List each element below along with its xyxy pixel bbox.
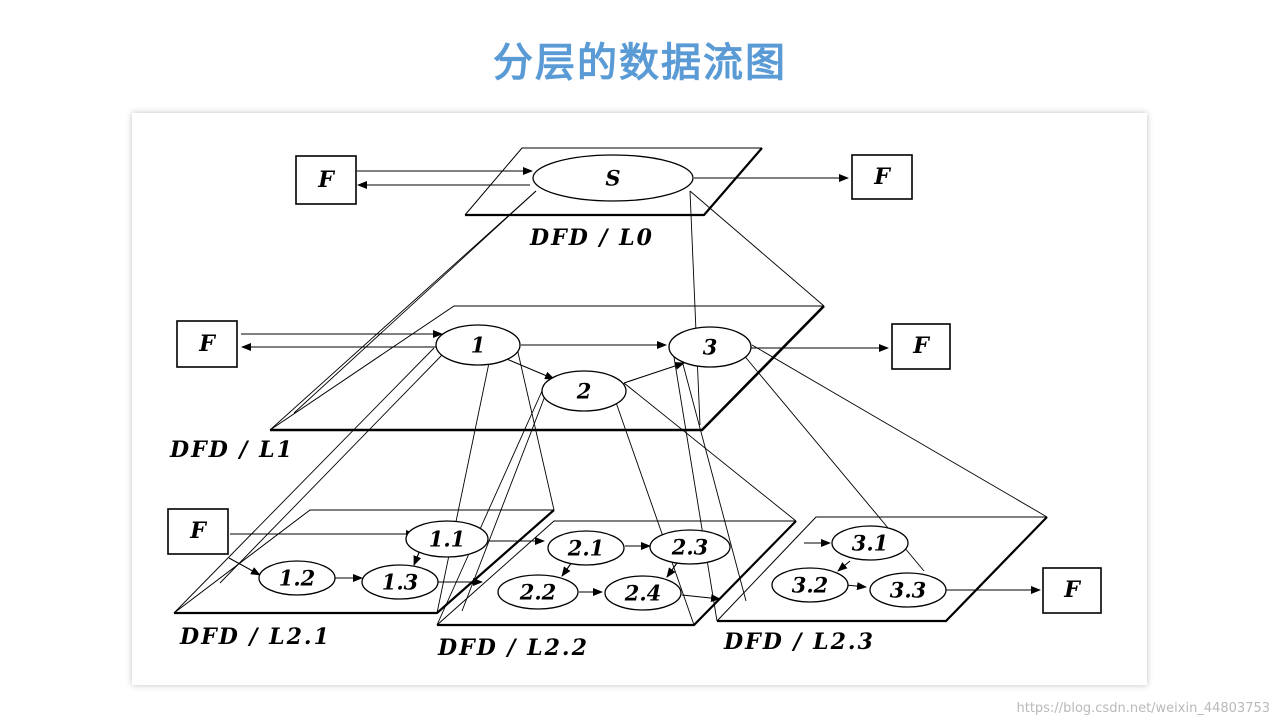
process-3-1-label: 3.1 — [852, 531, 889, 556]
plane-l1 — [270, 305, 825, 432]
entity-f-l1-out — [891, 323, 951, 370]
process-1-2 — [258, 560, 336, 596]
entity-f-label: F — [189, 518, 207, 544]
process-1-1 — [405, 520, 489, 558]
process-2-1-label: 2.1 — [567, 536, 605, 561]
entity-f-l2-out — [1042, 567, 1102, 614]
process-2-2-label: 2.2 — [519, 580, 557, 605]
dfd-figure: S 1 2 3 1.1 1.2 1.3 2.1 2.2 2.3 2.4 3.1 … — [132, 113, 1147, 685]
process-s-label: S — [605, 166, 620, 191]
plane-l21 — [174, 509, 555, 615]
entity-f-label: F — [317, 167, 335, 193]
process-3-2 — [771, 567, 849, 603]
entity-f-l0-out — [851, 154, 913, 200]
entity-f-label: F — [1063, 577, 1081, 603]
process-2-4-label: 2.4 — [624, 581, 662, 606]
process-1-label: 1 — [471, 333, 486, 358]
process-3 — [668, 326, 752, 368]
process-1-1-label: 1.1 — [429, 527, 466, 552]
process-2-3 — [649, 529, 731, 565]
process-1-3 — [361, 564, 439, 600]
process-1 — [435, 324, 521, 366]
slide-title: 分层的数据流图 — [493, 40, 787, 86]
process-1-3-label: 1.3 — [382, 570, 419, 595]
plane-l23 — [717, 516, 1048, 623]
process-2-4 — [604, 575, 682, 611]
entity-f-l2-in — [167, 508, 229, 555]
plane-l0 — [465, 147, 763, 217]
watermark: https://blog.csdn.net/weixin_44803753 — [1016, 701, 1270, 716]
process-1-2-label: 1.2 — [279, 566, 316, 591]
entity-f-label: F — [873, 164, 891, 190]
process-s — [532, 154, 694, 202]
entity-f-label: F — [912, 333, 930, 359]
level-label-l22: DFD / L2.2 — [437, 635, 589, 661]
plane-l22 — [437, 520, 797, 627]
level-label-l1: DFD / L1 — [169, 437, 294, 463]
process-3-1 — [831, 525, 909, 561]
level-label-l21: DFD / L2.1 — [179, 624, 331, 650]
process-2-1 — [547, 530, 625, 566]
process-2 — [541, 370, 627, 412]
entity-f-l1-in — [176, 320, 238, 368]
entity-f-label: F — [198, 331, 216, 357]
process-2-3-label: 2.3 — [671, 535, 709, 560]
process-3-3-label: 3.3 — [890, 578, 927, 603]
process-2-label: 2 — [576, 379, 592, 404]
entity-f-l0-in — [295, 155, 357, 205]
process-3-label: 3 — [703, 335, 718, 360]
process-3-2-label: 3.2 — [792, 573, 829, 598]
process-2-2 — [497, 574, 579, 610]
process-3-3 — [869, 572, 947, 608]
level-label-l23: DFD / L2.3 — [723, 629, 875, 655]
level-label-l0: DFD / L0 — [529, 225, 654, 251]
